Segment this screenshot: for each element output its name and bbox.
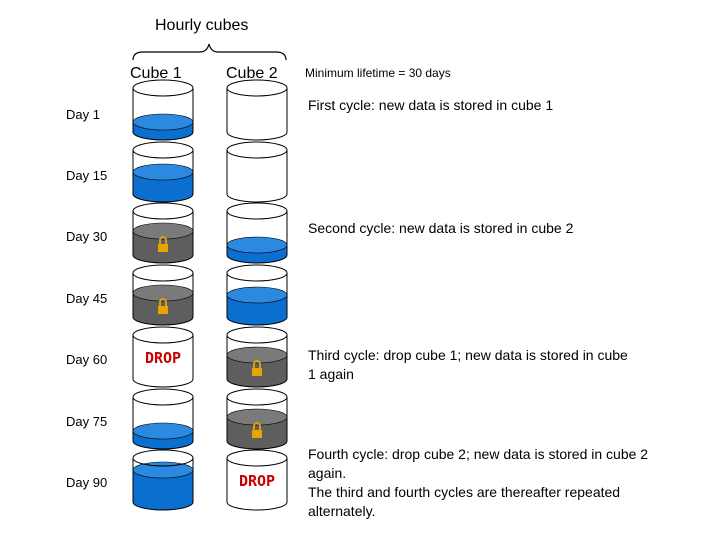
description-line: First cycle: new data is stored in cube … [308,97,554,113]
cycle-description: Third cycle: drop cube 1; new data is st… [308,346,628,384]
minimum-lifetime-note: Minimum lifetime = 30 days [305,66,451,80]
cube2-cylinder [226,202,288,264]
description-line: Third cycle: drop cube 1; new data is st… [308,347,628,363]
description-line: The third and fourth cycles are thereaft… [308,484,621,500]
day-label: Day 1 [66,107,100,122]
description-line: Fourth cycle: drop cube 2; new data is s… [308,446,649,462]
cube1-cylinder [132,388,194,450]
drop-label: DROP [145,349,181,367]
cycle-description: First cycle: new data is stored in cube … [308,96,553,115]
padlock-icon [158,298,168,314]
cube2-cylinder [226,326,288,388]
cube1-cylinder [132,141,194,203]
data-fill [227,295,287,325]
description-line: 1 again [308,366,354,382]
cube2-cylinder [226,264,288,326]
padlock-icon [158,236,168,252]
diagram-title: Hourly cubes [155,17,249,34]
cube2-cylinder [226,388,288,450]
day-label: Day 15 [66,168,108,183]
day-label: Day 45 [66,291,108,306]
cube1-column-header: Cube 1 [130,65,182,82]
cube2-cylinder [226,141,288,203]
cube2-cylinder: DROP [226,449,288,511]
cycle-description: Fourth cycle: drop cube 2; new data is s… [308,445,648,521]
day-label: Day 90 [66,475,108,490]
description-line: again. [308,465,347,481]
curly-brace-icon [132,43,287,61]
cube1-cylinder: DROP [132,326,194,388]
description-line: Second cycle: new data is stored in cube… [308,220,574,236]
drop-label: DROP [239,472,275,490]
cube1-cylinder [132,449,194,511]
data-fill [133,470,193,510]
cube1-cylinder [132,202,194,264]
data-fill [133,172,193,202]
padlock-icon [252,422,262,438]
cube2-column-header: Cube 2 [226,65,278,82]
day-label: Day 60 [66,352,108,367]
description-line: alternately. [308,503,376,519]
cube2-cylinder [226,79,288,141]
cube1-cylinder [132,264,194,326]
padlock-icon [252,360,262,376]
day-label: Day 30 [66,229,108,244]
day-label: Day 75 [66,414,108,429]
cycle-description: Second cycle: new data is stored in cube… [308,219,573,238]
cube1-cylinder [132,79,194,141]
